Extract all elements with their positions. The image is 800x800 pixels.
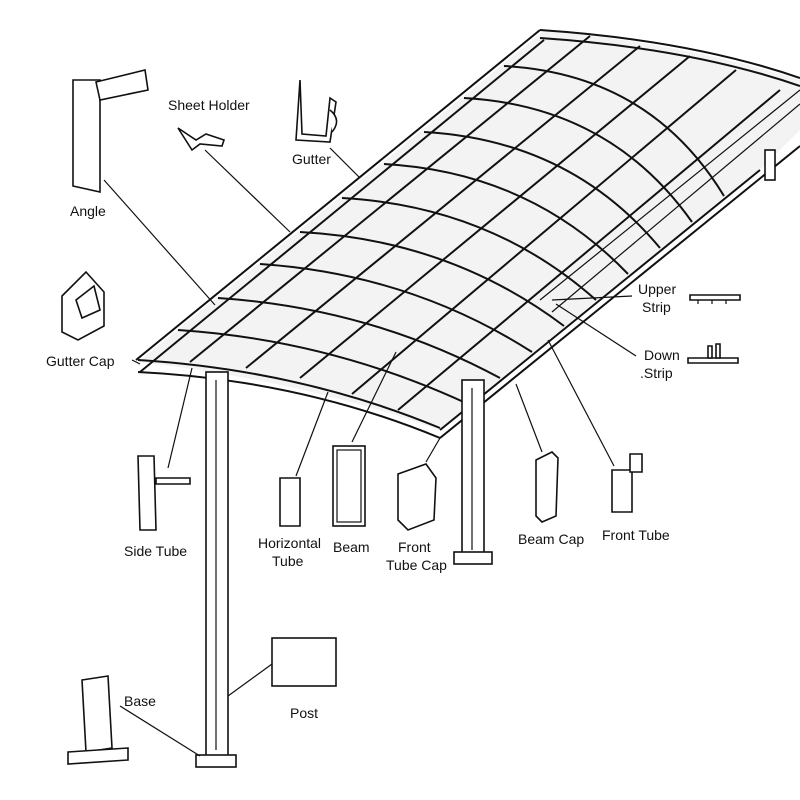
canopy-roof <box>135 29 800 439</box>
gutter-cap-part <box>61 270 141 365</box>
down-strip-part <box>555 303 739 364</box>
label-down-strip-line1: Down <box>644 347 680 363</box>
label-upper-strip-line2: Strip <box>642 299 671 315</box>
front-tube-part <box>547 339 643 513</box>
label-front-tube: Front Tube <box>602 527 670 543</box>
label-front-tube-cap-line1: Front <box>398 539 431 555</box>
far-post <box>764 149 776 181</box>
label-base: Base <box>124 693 156 709</box>
horizontal-tube-part <box>279 391 329 527</box>
label-sheet-holder: Sheet Holder <box>168 97 250 113</box>
label-upper-strip-line1: Upper <box>638 281 676 297</box>
sheet-holder-part <box>177 127 291 233</box>
angle-part <box>72 69 216 306</box>
side-tube-part <box>137 367 193 531</box>
label-horizontal-tube-line1: Horizontal <box>258 535 321 551</box>
front-beam-edge <box>137 359 441 429</box>
label-beam-cap: Beam Cap <box>518 531 584 547</box>
roof-horizontal-tubes <box>189 35 781 411</box>
label-side-tube: Side Tube <box>124 543 187 559</box>
label-down-strip-line2: .Strip <box>640 365 673 381</box>
post-part <box>227 637 337 697</box>
label-gutter: Gutter <box>292 151 331 167</box>
roof-beams <box>177 65 725 405</box>
base-part <box>67 675 201 765</box>
beam-part <box>332 351 397 527</box>
label-post: Post <box>290 705 318 721</box>
upper-strip-part <box>551 294 741 304</box>
label-gutter-cap: Gutter Cap <box>46 353 115 369</box>
gutter-part <box>295 79 361 179</box>
back-post <box>453 379 493 565</box>
label-horizontal-tube-line2: Tube <box>272 553 304 569</box>
label-angle: Angle <box>70 203 106 219</box>
label-beam: Beam <box>333 539 370 555</box>
label-front-tube-cap-line2: Tube Cap <box>386 557 447 573</box>
front-tube-cap-part <box>397 437 441 531</box>
front-left-post <box>195 371 237 768</box>
beam-cap-part <box>515 383 559 523</box>
